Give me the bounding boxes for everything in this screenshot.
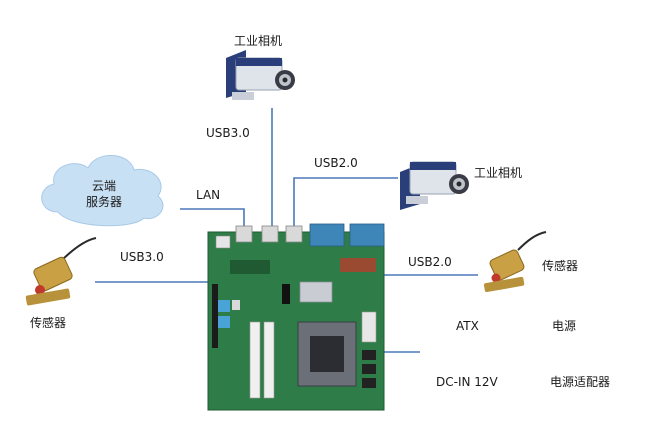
label-atx: ATX <box>456 319 479 333</box>
camera-right-label: 工业相机 <box>474 166 522 180</box>
camera-icon <box>400 161 469 210</box>
sensor-left-label: 传感器 <box>30 315 66 330</box>
label-usb30-left: USB3.0 <box>120 250 164 264</box>
cloud-server: 云端 服务器 <box>41 155 164 227</box>
label-lan: LAN <box>196 188 220 202</box>
cloud-icon <box>41 155 164 227</box>
sensor-right-label: 传感器 <box>542 258 578 273</box>
sensor-right: 传感器 <box>483 231 578 293</box>
chipset-heatsink <box>299 281 333 303</box>
connection-lines <box>95 108 478 353</box>
label-usb30-top: USB3.0 <box>206 126 250 140</box>
camera-top-label: 工业相机 <box>234 34 282 48</box>
motherboard <box>207 223 385 411</box>
lan-port <box>235 225 253 243</box>
line-camera-right <box>293 177 398 228</box>
usb20-port <box>285 225 303 243</box>
rear-io-ports <box>215 223 385 249</box>
label-usb20-top: USB2.0 <box>314 156 358 170</box>
label-dcin: DC-IN 12V <box>436 375 499 389</box>
sensor-left: 传感器 <box>25 237 97 330</box>
usb30-port <box>261 225 279 243</box>
camera-icon <box>226 50 295 100</box>
sensor-icon <box>483 231 547 293</box>
memory-slot-2 <box>263 321 275 399</box>
cloud-label-line1: 云端 <box>92 179 116 193</box>
camera-top: 工业相机 <box>226 34 295 100</box>
camera-right: 工业相机 <box>400 161 522 210</box>
com-port-1 <box>309 223 345 247</box>
label-adapter: 电源适配器 <box>550 375 610 389</box>
memory-slot-1 <box>249 321 261 399</box>
label-power: 电源 <box>552 319 576 333</box>
com-port-2 <box>349 223 385 247</box>
label-usb20-right: USB2.0 <box>408 255 452 269</box>
sensor-icon <box>25 237 97 306</box>
line-cloud-lan <box>180 208 245 228</box>
cloud-label-line2: 服务器 <box>86 194 122 209</box>
